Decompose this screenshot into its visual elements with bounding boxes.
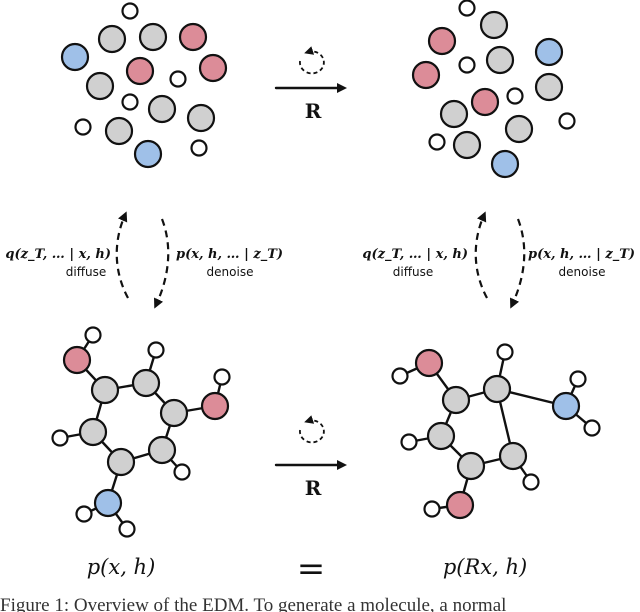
atom-pink	[125, 56, 155, 86]
atom-white	[569, 370, 587, 388]
denoise-arrow	[510, 218, 526, 309]
atom-gray	[482, 374, 512, 404]
atom-gray	[106, 447, 136, 477]
denoise-arrow	[154, 218, 170, 309]
atom-gray	[85, 71, 115, 101]
denoise-formula: p(x, h, … | z_T)	[176, 247, 283, 262]
rotation-label-bottom: R	[305, 476, 322, 500]
atom-blue	[490, 149, 520, 179]
atom-gray	[186, 103, 216, 133]
atom-blue	[133, 139, 163, 169]
atom-pink	[200, 391, 230, 421]
atom-white	[84, 326, 102, 344]
rotation-arrow-bottom: R	[274, 415, 347, 500]
rotation-curl-icon	[299, 46, 325, 75]
atom-pink	[470, 87, 500, 117]
diffuse-arrow	[115, 211, 129, 299]
denoise-label: denoise	[559, 265, 606, 279]
noisy-cloud-right	[411, 0, 576, 179]
diffuse-formula: q(z_T, … | x, h)	[362, 247, 468, 262]
atom-gray	[456, 451, 486, 481]
atom-white	[169, 70, 187, 88]
atom-white	[121, 2, 139, 20]
equals-sign: =	[297, 549, 326, 589]
molecule-left	[51, 326, 231, 538]
atom-white	[75, 505, 93, 523]
atom-gray	[534, 72, 564, 102]
density-rhs: p(Rx, h)	[443, 555, 527, 579]
atom-gray	[452, 130, 482, 160]
atom-white	[583, 419, 601, 437]
atom-gray	[104, 116, 134, 146]
diffuse-arrow	[474, 211, 488, 299]
atom-gray	[78, 417, 108, 447]
atom-white	[506, 87, 524, 105]
atom-white	[147, 341, 165, 359]
atom-white	[458, 56, 476, 74]
diffuse-label: diffuse	[66, 265, 106, 279]
atom-white	[213, 368, 231, 386]
density-lhs: p(x, h)	[87, 555, 156, 579]
atom-white	[522, 473, 540, 491]
atom-gray	[504, 114, 534, 144]
atom-gray	[441, 385, 471, 415]
molecule-right	[391, 343, 601, 520]
atom-gray	[90, 375, 120, 405]
atom-pink	[198, 53, 228, 83]
atom-gray	[97, 24, 127, 54]
atom-pink	[178, 22, 208, 52]
denoise-formula: p(x, h, … | z_T)	[528, 247, 635, 262]
atom-gray	[147, 435, 177, 465]
atom-white	[190, 139, 208, 157]
atom-white	[118, 520, 136, 538]
atom-gray	[426, 421, 456, 451]
atom-white	[423, 500, 441, 518]
atom-white	[391, 367, 409, 385]
diffuse-label: diffuse	[393, 265, 433, 279]
atom-gray	[138, 22, 168, 52]
atom-white	[173, 463, 191, 481]
rotation-curl-icon	[299, 415, 325, 444]
atom-pink	[427, 26, 457, 56]
atom-white	[558, 112, 576, 130]
atom-gray	[131, 368, 161, 398]
atom-pink	[62, 345, 92, 375]
atom-white	[121, 93, 139, 111]
diffusion-arrows-left: q(z_T, … | x, h) diffuse p(x, h, … | z_T…	[5, 211, 283, 309]
atom-white	[51, 429, 69, 447]
rotation-label-top: R	[305, 99, 322, 123]
atom-blue	[93, 488, 123, 518]
atom-blue	[534, 37, 564, 67]
atom-pink	[414, 348, 444, 378]
atom-white	[74, 118, 92, 136]
atom-white	[496, 343, 514, 361]
diffuse-formula: q(z_T, … | x, h)	[5, 247, 111, 262]
atom-pink	[445, 490, 475, 520]
denoise-label: denoise	[207, 265, 254, 279]
atom-gray	[498, 441, 528, 471]
atom-white	[458, 0, 476, 17]
atom-gray	[485, 45, 515, 75]
atom-blue	[551, 391, 581, 421]
atom-gray	[479, 10, 509, 40]
atom-gray	[159, 398, 189, 428]
atom-pink	[411, 60, 441, 90]
atom-white	[400, 433, 418, 451]
atom-white	[428, 133, 446, 151]
atom-gray	[147, 94, 177, 124]
diffusion-arrows-right: q(z_T, … | x, h) diffuse p(x, h, … | z_T…	[362, 211, 635, 309]
noisy-cloud-left	[60, 2, 228, 169]
atom-blue	[60, 42, 90, 72]
rotation-arrow-top: R	[274, 46, 347, 123]
atom-gray	[439, 99, 469, 129]
figure-caption: Figure 1: Overview of the EDM. To genera…	[0, 595, 506, 612]
